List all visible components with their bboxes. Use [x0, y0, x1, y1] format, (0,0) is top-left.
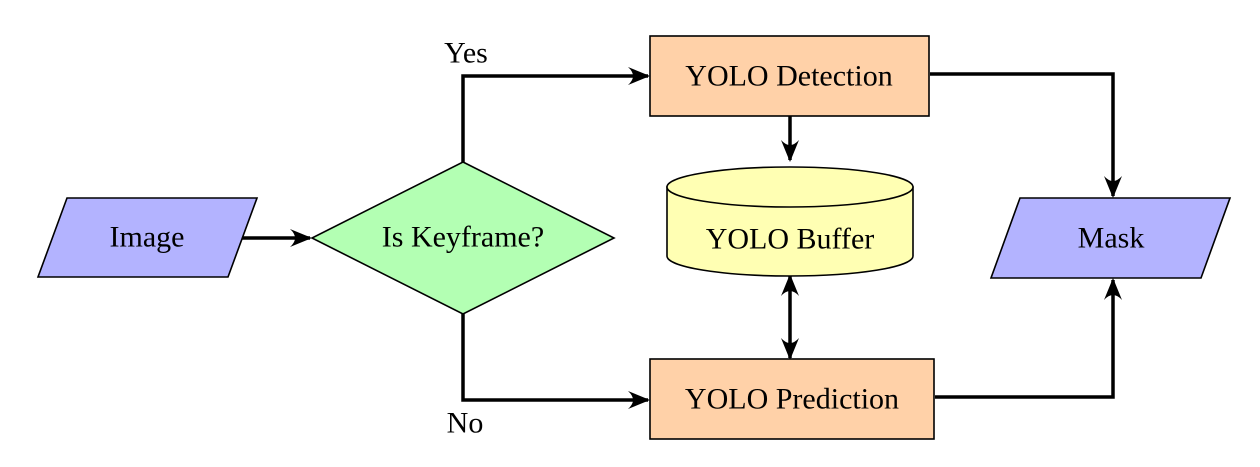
mask-label: Mask — [1078, 222, 1145, 255]
node-yolo-prediction: YOLO Prediction — [649, 358, 935, 440]
node-yolo-buffer: YOLO Buffer — [666, 166, 914, 277]
buffer-body — [666, 186, 914, 277]
buffer-top — [666, 166, 914, 208]
edge-keyframe-to-prediction — [461, 314, 650, 409]
image-shape — [36, 197, 259, 278]
buffer-label: YOLO Buffer — [706, 223, 875, 256]
detection-shape — [649, 35, 930, 117]
image-label: Image — [110, 221, 185, 254]
node-image: Image — [36, 197, 259, 278]
edges — [240, 67, 1122, 409]
edge-keyframe-to-detection — [461, 67, 650, 162]
node-mask: Mask — [989, 197, 1232, 279]
edge-detection-to-mask — [930, 72, 1122, 198]
prediction-shape — [649, 358, 935, 440]
yes-label: Yes — [444, 37, 488, 70]
keyframe-shape — [310, 161, 616, 315]
mask-shape — [989, 197, 1232, 279]
keyframe-label: Is Keyframe? — [382, 221, 544, 254]
detection-label: YOLO Detection — [685, 60, 892, 93]
no-label: No — [447, 407, 484, 440]
edge-prediction-to-mask — [935, 278, 1122, 399]
prediction-label: YOLO Prediction — [685, 383, 899, 416]
node-keyframe-decision: Is Keyframe? — [310, 161, 616, 315]
node-yolo-detection: YOLO Detection — [649, 35, 930, 117]
